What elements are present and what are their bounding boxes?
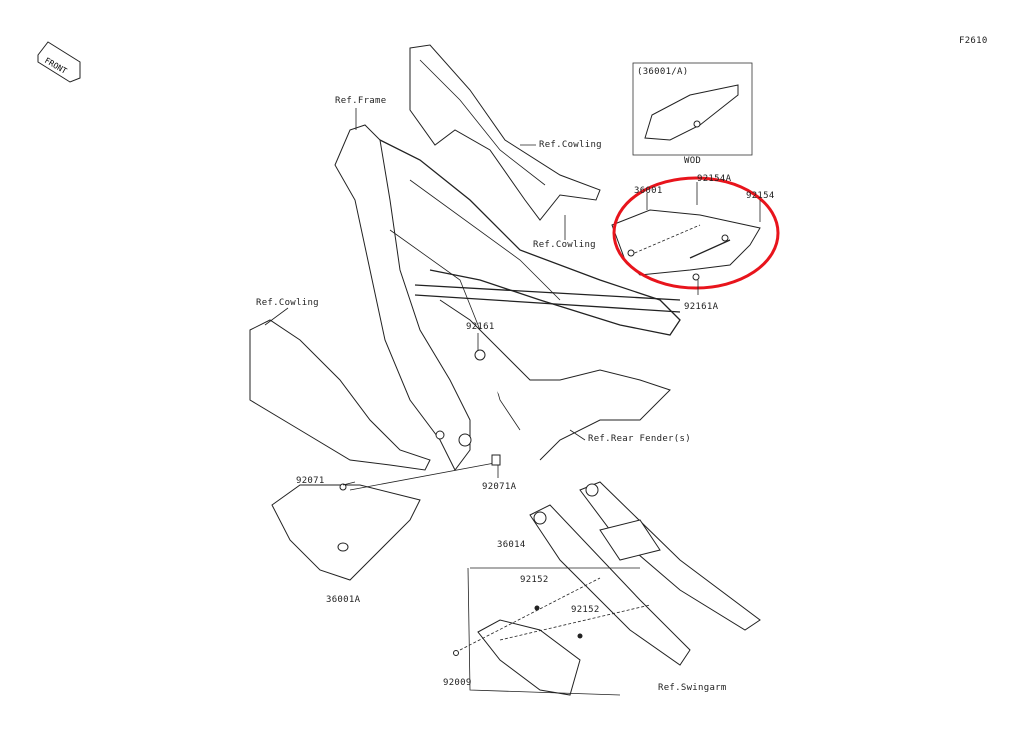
label-92161A[interactable]: 92161A xyxy=(684,302,719,312)
ref-cowling-upper xyxy=(409,44,601,221)
label-92154A[interactable]: 92154A xyxy=(697,174,732,184)
label-ref-cowling-mid[interactable]: Ref.Cowling xyxy=(533,240,596,250)
side-cover-36001 xyxy=(611,209,761,276)
front-arrow-icon: FRONT xyxy=(37,41,81,83)
label-ref-cowling-top[interactable]: Ref.Cowling xyxy=(539,140,602,150)
label-ref-swingarm[interactable]: Ref.Swingarm xyxy=(658,683,727,693)
label-92152-a[interactable]: 92152 xyxy=(520,575,549,585)
frame-drawing xyxy=(334,124,681,471)
label-92071[interactable]: 92071 xyxy=(296,476,325,486)
ref-cowling-left xyxy=(249,319,431,471)
label-ref-rear-fender[interactable]: Ref.Rear Fender(s) xyxy=(588,434,691,444)
label-36014[interactable]: 36014 xyxy=(497,540,526,550)
label-ref-cowling-left[interactable]: Ref.Cowling xyxy=(256,298,319,308)
inset-caption: WOD xyxy=(684,156,702,166)
label-36001A[interactable]: 36001A xyxy=(326,595,361,605)
label-36001[interactable]: 36001 xyxy=(634,186,663,196)
label-92009[interactable]: 92009 xyxy=(443,678,472,688)
label-92071A[interactable]: 92071A xyxy=(482,482,517,492)
label-92152-b[interactable]: 92152 xyxy=(571,605,600,615)
chain-guard-36014 xyxy=(477,619,581,696)
label-ref-frame[interactable]: Ref.Frame xyxy=(335,96,387,106)
diagram-code: F2610 xyxy=(959,36,988,46)
label-92154[interactable]: 92154 xyxy=(746,191,775,201)
side-cover-36001A xyxy=(271,484,421,581)
label-92161[interactable]: 92161 xyxy=(466,322,495,332)
inset-title: (36001/A) xyxy=(637,67,689,77)
highlight-circle xyxy=(612,176,780,290)
inset-side-cover xyxy=(644,84,739,141)
swingarm-drawing xyxy=(529,481,761,666)
